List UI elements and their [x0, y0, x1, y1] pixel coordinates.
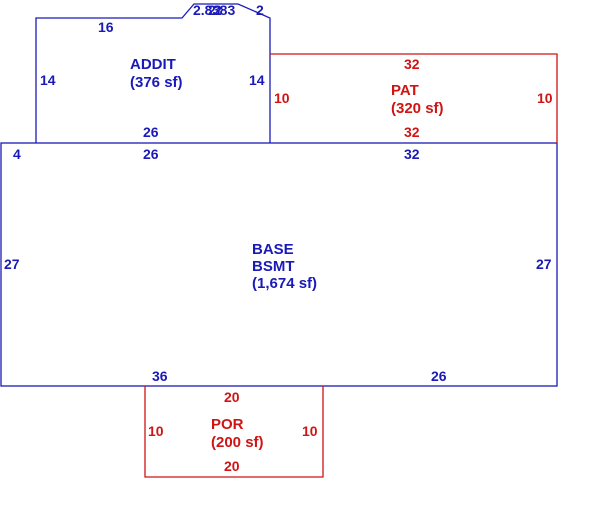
base-bottom-right-dimension: 26 — [431, 368, 447, 384]
addit-bay-dimension-a: 2.83 — [193, 2, 220, 18]
pat-right-dimension: 10 — [537, 90, 553, 106]
por-bottom-dimension: 20 — [224, 458, 240, 474]
addit-bay-dimension-b: 2.83 — [208, 2, 235, 18]
addit-bay-dimension-d: 2 — [256, 2, 264, 18]
addit-bay-dimension-c: 2 — [214, 2, 222, 18]
por-right-dimension: 10 — [302, 423, 318, 439]
base-bottom-left-dimension: 36 — [152, 368, 168, 384]
pat-area-name: PAT — [391, 82, 419, 99]
addit-right-dimension: 14 — [249, 72, 265, 88]
pat-area-outline — [270, 53, 558, 143]
por-area-name: POR — [211, 416, 244, 433]
base-area-outline — [0, 142, 558, 387]
por-area-outline — [144, 386, 324, 478]
addit-bottom-dimension: 26 — [143, 124, 159, 140]
pat-area-size: (320 sf) — [391, 100, 444, 117]
pat-left-dimension: 10 — [274, 90, 290, 106]
por-area-size: (200 sf) — [211, 434, 264, 451]
por-left-dimension: 10 — [148, 423, 164, 439]
base-left-dimension: 27 — [4, 256, 20, 272]
addit-area-name: ADDIT — [130, 56, 176, 73]
addit-area-size: (376 sf) — [130, 74, 183, 91]
base-corner-dimension: 4 — [13, 146, 21, 162]
addit-top-dimension: 16 — [98, 19, 114, 35]
base-area-subname: BSMT — [252, 258, 295, 275]
base-top-left-dimension: 26 — [143, 146, 159, 162]
base-right-dimension: 27 — [536, 256, 552, 272]
base-top-right-dimension: 32 — [404, 146, 420, 162]
pat-top-dimension: 32 — [404, 56, 420, 72]
addit-left-dimension: 14 — [40, 72, 56, 88]
base-area-size: (1,674 sf) — [252, 275, 317, 292]
base-area-name: BASE — [252, 241, 294, 258]
por-top-dimension: 20 — [224, 389, 240, 405]
pat-bottom-dimension: 32 — [404, 124, 420, 140]
addit-area-outline — [35, 3, 271, 143]
